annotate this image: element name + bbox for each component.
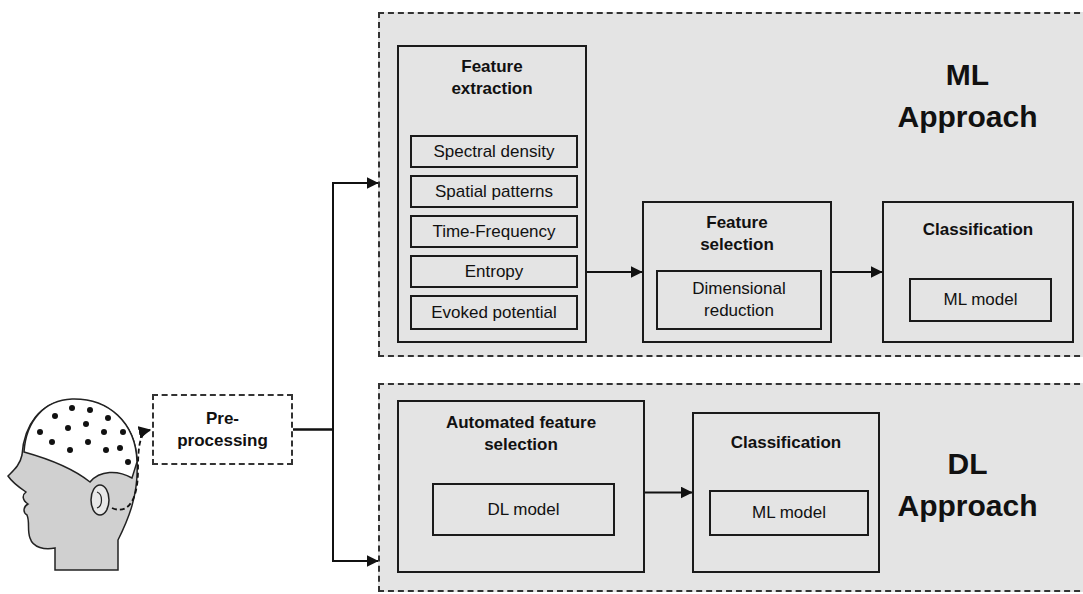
head-silhouette [8,400,137,570]
flow-arrow [832,271,882,273]
method-box: Dimensional reduction [656,270,822,330]
feature-box: Evoked potential [410,295,578,330]
box-label: Dimensional reduction [669,278,809,322]
approach-title: DL Approach [880,443,1055,527]
box-label: Spatial patterns [435,181,553,203]
stage-title: Classification [893,219,1063,241]
flow-arrow [587,271,642,273]
stage-box: Classification ML model [882,201,1074,343]
model-box: DL model [432,483,615,536]
electrode-cap [24,399,137,482]
flow-arrow [645,492,692,494]
approach-panel: DL Approach Automated feature selectionDL… [378,383,1083,592]
stage-title: Pre- processing [171,408,275,452]
ear [91,485,109,515]
feature-box: Spatial patterns [410,175,578,208]
electrodes [37,405,131,465]
signal-cable [112,430,150,510]
flow-arrow [293,430,378,562]
feature-box: Spectral density [410,135,578,168]
ear-detail [97,492,102,508]
model-box: ML model [709,490,869,536]
stage-title: Classification [701,432,871,454]
stage-box: Feature extractionSpectral densitySpatia… [397,45,587,343]
stage-box: Feature selectionDimensional reduction [642,201,832,343]
stage-title: Feature extraction [427,56,557,100]
stage-title: Automated feature selection [421,412,621,456]
preprocess-box: Pre- processing [152,394,293,465]
feature-box: Entropy [410,255,578,288]
box-label: Time-Frequency [432,221,555,243]
box-label: Spectral density [434,141,555,163]
approach-panel: ML Approach Feature extractionSpectral de… [378,12,1083,357]
model-box: ML model [909,278,1052,322]
stage-box: Automated feature selection DL model [397,400,645,573]
box-label: DL model [487,499,559,521]
box-label: Evoked potential [431,302,557,324]
stage-title: Feature selection [672,212,802,256]
flow-arrow [293,183,378,430]
approach-title: ML Approach [880,54,1055,138]
box-label: ML model [752,502,826,524]
box-label: ML model [943,289,1017,311]
feature-box: Time-Frequency [410,215,578,248]
stage-box: Classification ML model [692,412,880,573]
box-label: Entropy [465,261,524,283]
